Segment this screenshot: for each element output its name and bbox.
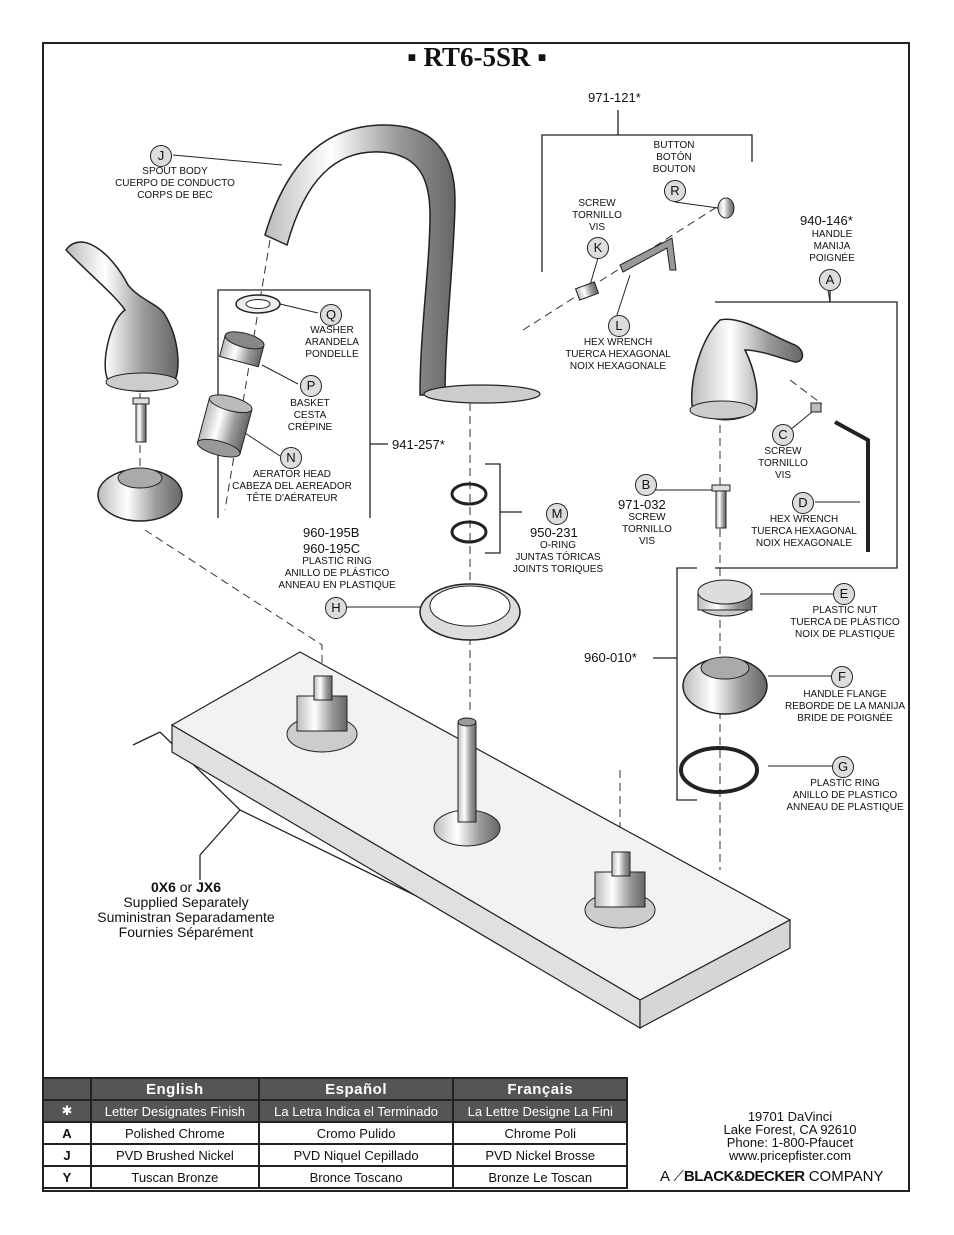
part-number-screw-b: 971-032 — [618, 497, 666, 512]
badge-L: L — [608, 315, 630, 337]
badge-F: F — [831, 666, 853, 688]
table-row: J PVD Brushed Nickel PVD Niquel Cepillad… — [42, 1143, 628, 1167]
company-address: 19701 DaVinci Lake Forest, CA 92610 Phon… — [723, 1109, 857, 1163]
part-number-oring: 950-231 — [530, 525, 578, 540]
badge-E: E — [833, 583, 855, 605]
badge-R: R — [664, 180, 686, 202]
badge-N: N — [280, 447, 302, 469]
finish-table: English Español Français ✱ Letter Design… — [42, 1077, 628, 1189]
badge-D: D — [792, 492, 814, 514]
badge-B: B — [635, 474, 657, 496]
badge-K: K — [587, 237, 609, 259]
page-frame — [42, 42, 910, 1192]
brand-line: A ⟋BLACK&DECKER COMPANY — [660, 1168, 884, 1185]
part-number-flange-kit: 960-010* — [584, 650, 637, 665]
page-title: ▪ RT6-5SR ▪ — [407, 42, 547, 72]
part-number-button-kit: 971-121* — [588, 90, 641, 105]
badge-J: J — [150, 145, 172, 167]
badge-A: A — [819, 269, 841, 291]
badge-Q: Q — [320, 304, 342, 326]
brand-name: BLACK&DECKER — [683, 1168, 805, 1185]
table-row: Y Tuscan Bronze Bronce Toscano Bronze Le… — [42, 1165, 628, 1189]
badge-M: M — [546, 503, 568, 525]
black-decker-logo-icon: ⟋ — [673, 1168, 684, 1185]
part-number-ring-c: 960-195C — [303, 541, 361, 556]
part-number-aerator-kit: 941-257* — [392, 437, 445, 452]
badge-C: C — [772, 424, 794, 446]
finish-table-legend-row: ✱ Letter Designates Finish La Letra Indi… — [42, 1099, 628, 1123]
part-number-handle-kit: 940-146* — [800, 213, 853, 228]
badge-P: P — [300, 375, 322, 397]
finish-table-header: English Español Français — [42, 1077, 628, 1101]
part-number-ring-b: 960-195B — [303, 525, 360, 540]
table-row: A Polished Chrome Cromo Pulido Chrome Po… — [42, 1121, 628, 1145]
badge-H: H — [325, 597, 347, 619]
supplied-separately-note: 0X6 or JX6 Supplied Separately Suministr… — [97, 879, 275, 940]
badge-G: G — [832, 756, 854, 778]
